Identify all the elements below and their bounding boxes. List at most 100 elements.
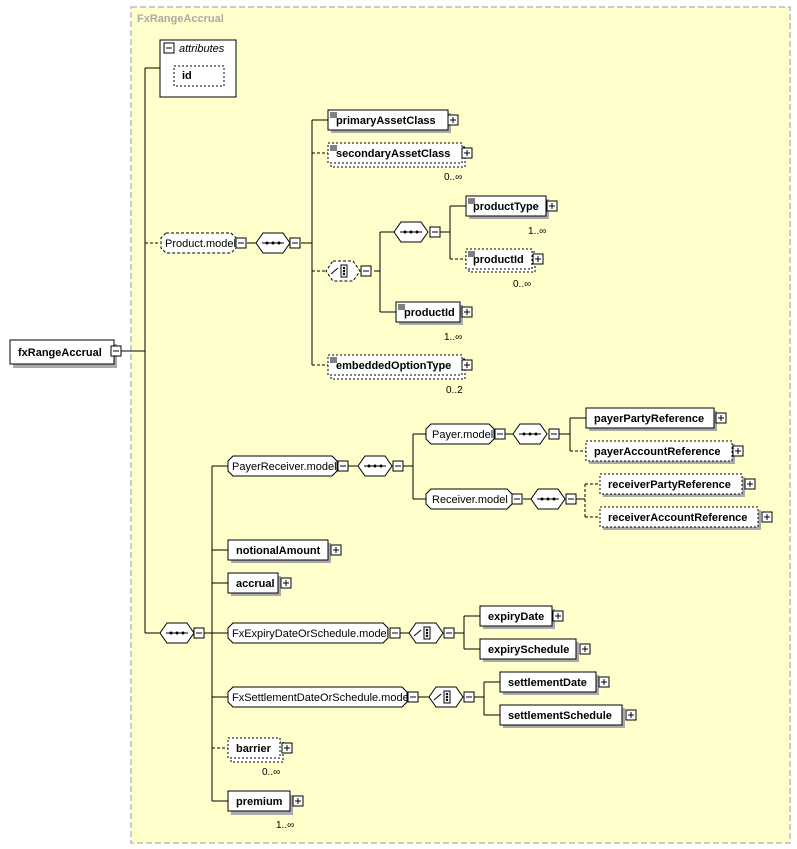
element-expiry-schedule[interactable]: expirySchedule bbox=[479, 638, 591, 662]
expiry-schedule-label: expirySchedule bbox=[488, 644, 569, 656]
receiver-model-label: Receiver.model bbox=[432, 494, 508, 506]
collapse-choice-icon[interactable] bbox=[443, 627, 455, 639]
collapse-sequence-icon[interactable] bbox=[392, 460, 404, 472]
expiry-choice-compositor[interactable] bbox=[408, 622, 455, 644]
expand-icon[interactable] bbox=[461, 359, 473, 371]
expand-icon[interactable] bbox=[281, 742, 293, 754]
element-primary-asset-class[interactable]: primaryAssetClass bbox=[327, 109, 459, 133]
payer-sequence-compositor[interactable] bbox=[512, 423, 560, 445]
barrier-occurs: 0..∞ bbox=[262, 767, 280, 778]
element-receiver-party-reference[interactable]: receiverPartyReference bbox=[599, 473, 756, 497]
collapse-choice-icon[interactable] bbox=[360, 265, 372, 277]
element-payer-party-reference[interactable]: payerPartyReference bbox=[585, 407, 727, 431]
attribute-id-label: id bbox=[182, 70, 192, 82]
expand-icon[interactable] bbox=[744, 478, 756, 490]
expiry-date-label: expiryDate bbox=[488, 611, 544, 623]
collapse-sequence-icon[interactable] bbox=[429, 226, 441, 238]
product-type-occurs: 1..∞ bbox=[528, 226, 546, 237]
fx-settlement-model-label: FxSettlementDateOrSchedule.model bbox=[232, 692, 411, 704]
element-embedded-option-type[interactable]: embeddedOptionType 0..2 bbox=[327, 354, 473, 396]
expand-icon[interactable] bbox=[546, 200, 558, 212]
collapse-sequence-icon[interactable] bbox=[565, 493, 577, 505]
element-premium[interactable]: premium 1..∞ bbox=[227, 790, 304, 831]
payer-account-reference-label: payerAccountReference bbox=[594, 446, 721, 458]
product-sequence-compositor[interactable] bbox=[255, 232, 301, 254]
secondary-asset-class-occurs: 0..∞ bbox=[444, 172, 462, 183]
settlement-choice-compositor[interactable] bbox=[428, 686, 475, 708]
collapse-receiver-model-icon[interactable] bbox=[511, 493, 523, 505]
collapse-sequence-icon[interactable] bbox=[289, 237, 301, 249]
payer-party-reference-label: payerPartyReference bbox=[594, 413, 704, 425]
collapse-product-model-icon[interactable] bbox=[235, 237, 247, 249]
premium-label: premium bbox=[236, 796, 283, 808]
product-model-group[interactable]: Product.model bbox=[160, 232, 247, 254]
accrual-label: accrual bbox=[236, 578, 275, 590]
product-id-optional-label: productId bbox=[473, 254, 524, 266]
primary-asset-class-label: primaryAssetClass bbox=[336, 115, 436, 127]
product-id-optional-occurs: 0..∞ bbox=[513, 279, 531, 290]
receiver-model-group[interactable]: Receiver.model bbox=[425, 488, 523, 510]
expand-icon[interactable] bbox=[461, 147, 473, 159]
element-product-type[interactable]: productType 1..∞ bbox=[465, 195, 558, 237]
payer-receiver-model-group[interactable]: PayerReceiver.model bbox=[227, 455, 349, 477]
element-receiver-account-reference[interactable]: receiverAccountReference bbox=[599, 506, 773, 530]
element-notional-amount[interactable]: notionalAmount bbox=[227, 539, 342, 563]
element-secondary-asset-class[interactable]: secondaryAssetClass 0..∞ bbox=[327, 142, 473, 183]
expand-icon[interactable] bbox=[447, 114, 459, 126]
expand-icon[interactable] bbox=[732, 445, 744, 457]
premium-occurs: 1..∞ bbox=[276, 820, 294, 831]
expand-icon[interactable] bbox=[280, 577, 292, 589]
main-sequence-compositor[interactable] bbox=[159, 622, 205, 644]
fx-expiry-model-label: FxExpiryDateOrSchedule.model bbox=[232, 628, 389, 640]
embedded-option-type-label: embeddedOptionType bbox=[336, 360, 451, 372]
connector-lines bbox=[121, 67, 600, 802]
collapse-sequence-icon[interactable] bbox=[193, 627, 205, 639]
collapse-attributes-icon[interactable] bbox=[163, 42, 175, 54]
element-barrier[interactable]: barrier 0..∞ bbox=[227, 737, 293, 778]
expand-icon[interactable] bbox=[552, 610, 564, 622]
element-expiry-date[interactable]: expiryDate bbox=[479, 605, 564, 629]
collapse-expiry-model-icon[interactable] bbox=[389, 627, 401, 639]
collapse-payer-receiver-icon[interactable] bbox=[337, 460, 349, 472]
settlement-date-label: settlementDate bbox=[508, 677, 587, 689]
expand-icon[interactable] bbox=[625, 709, 637, 721]
element-product-id-optional[interactable]: productId 0..∞ bbox=[465, 248, 544, 290]
fx-settlement-date-or-schedule-model-group[interactable]: FxSettlementDateOrSchedule.model bbox=[227, 686, 419, 708]
element-settlement-date[interactable]: settlementDate bbox=[499, 671, 610, 695]
fx-expiry-date-or-schedule-model-group[interactable]: FxExpiryDateOrSchedule.model bbox=[227, 622, 401, 644]
product-id-occurs: 1..∞ bbox=[444, 332, 462, 343]
collapse-payer-model-icon[interactable] bbox=[494, 428, 506, 440]
expand-icon[interactable] bbox=[292, 795, 304, 807]
expand-icon[interactable] bbox=[330, 544, 342, 556]
receiver-sequence-compositor[interactable] bbox=[530, 488, 577, 510]
expand-icon[interactable] bbox=[461, 306, 473, 318]
attribute-id-box[interactable] bbox=[173, 65, 225, 87]
collapse-choice-icon[interactable] bbox=[463, 691, 475, 703]
element-settlement-schedule[interactable]: settlementSchedule bbox=[499, 704, 637, 728]
expand-icon[interactable] bbox=[715, 412, 727, 424]
expand-icon[interactable] bbox=[598, 676, 610, 688]
payer-model-label: Payer.model bbox=[432, 429, 493, 441]
collapse-settlement-model-icon[interactable] bbox=[407, 691, 419, 703]
element-accrual[interactable]: accrual bbox=[227, 572, 292, 596]
element-product-id[interactable]: productId 1..∞ bbox=[395, 301, 473, 343]
product-choice-compositor[interactable] bbox=[325, 260, 372, 282]
payer-receiver-sequence-compositor[interactable] bbox=[357, 455, 404, 477]
root-element-fxrangeaccrual[interactable]: fxRangeAccrual bbox=[9, 339, 122, 368]
attributes-box: attributes id bbox=[159, 39, 237, 98]
embedded-option-type-occurs: 0..2 bbox=[446, 385, 463, 396]
product-model-label: Product.model bbox=[165, 238, 236, 250]
expand-icon[interactable] bbox=[532, 253, 544, 265]
secondary-asset-class-label: secondaryAssetClass bbox=[336, 148, 450, 160]
collapse-sequence-icon[interactable] bbox=[548, 428, 560, 440]
root-element-label: fxRangeAccrual bbox=[18, 347, 102, 359]
element-payer-account-reference[interactable]: payerAccountReference bbox=[585, 440, 744, 464]
product-type-sequence-compositor[interactable] bbox=[393, 221, 441, 243]
product-id-label: productId bbox=[404, 307, 455, 319]
product-type-label: productType bbox=[473, 201, 539, 213]
expand-icon[interactable] bbox=[761, 511, 773, 523]
expand-icon[interactable] bbox=[579, 643, 591, 655]
collapse-icon[interactable] bbox=[110, 345, 122, 357]
payer-model-group[interactable]: Payer.model bbox=[425, 423, 506, 445]
